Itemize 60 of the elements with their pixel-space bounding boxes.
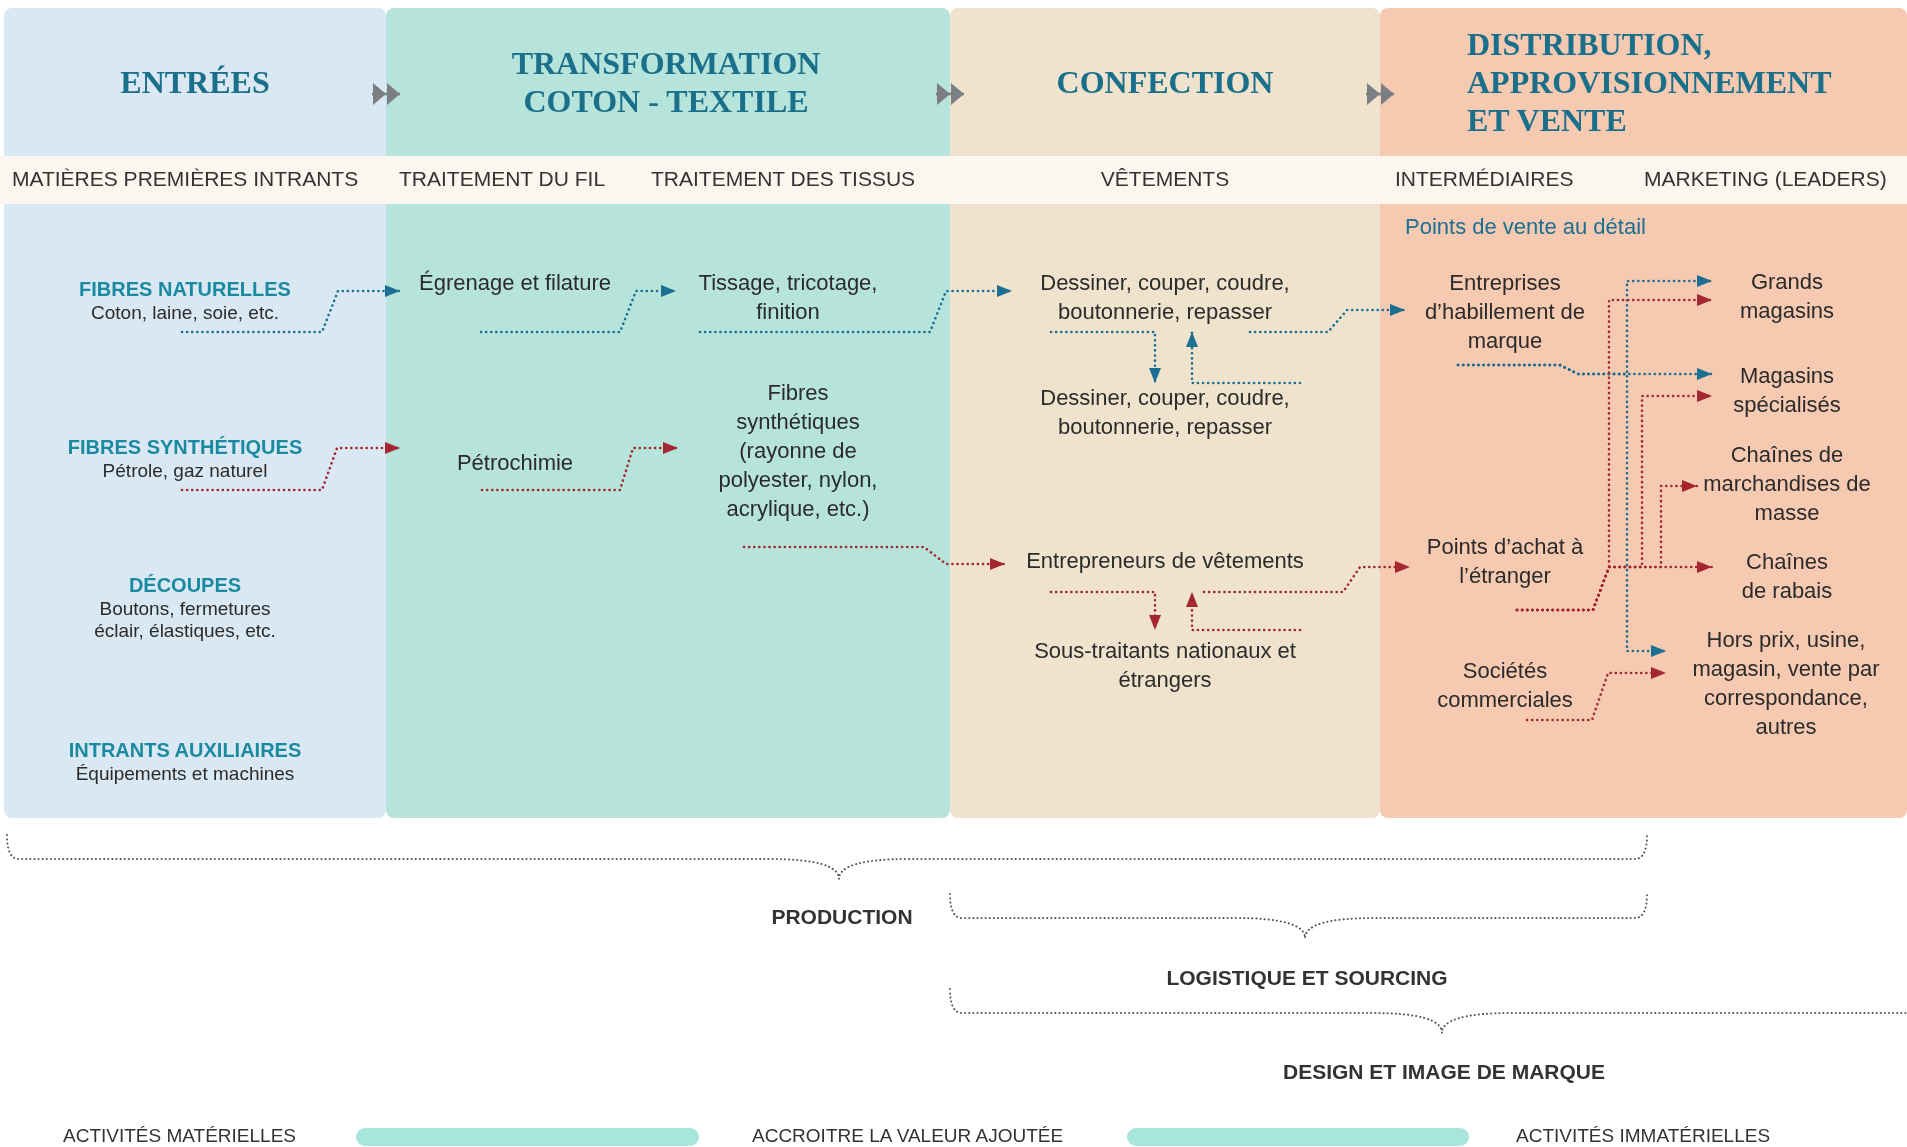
scale-label: ACCROITRE LA VALEUR AJOUTÉE (752, 1125, 1064, 1147)
dotted-arrow (1186, 590, 1302, 632)
category-heading: FIBRES SYNTHÉTIQUES (67, 434, 303, 460)
dotted-arrow (480, 442, 680, 492)
column-panel (4, 8, 386, 818)
column-panel (386, 8, 950, 818)
category-description: Pétrole, gaz naturel (102, 459, 268, 482)
dotted-arrow (1248, 304, 1407, 334)
dotted-arrow (698, 285, 1014, 334)
column-heading: CONFECTION (1055, 63, 1275, 102)
dotted-arrow (1049, 590, 1161, 632)
dotted-arrow (1049, 330, 1161, 385)
step-text: Sociétés commerciales (1410, 650, 1600, 720)
column-panel (1380, 8, 1907, 818)
column-subheading: MATIÈRES PREMIÈRES INTRANTS (12, 167, 359, 191)
dotted-arrow (1456, 363, 1668, 657)
dotted-arrow (742, 545, 1007, 570)
category-heading: FIBRES NATURELLES (79, 277, 291, 302)
dotted-arrow (1202, 561, 1412, 594)
column-heading: DISTRIBUTION, APPROVISIONNEMENT ET VENTE (1467, 25, 1832, 140)
column-heading: ENTRÉES (119, 63, 271, 102)
column-panel (950, 8, 1380, 818)
category-heading: INTRANTS AUXILIAIRES (68, 738, 302, 763)
brace-label: PRODUCTION (771, 905, 913, 929)
step-text: Tissage, tricotage, finition (676, 268, 900, 332)
category-description: Équipements et machines (75, 763, 295, 785)
section-label: Points de vente au détail (1405, 214, 1646, 240)
column-subheading: INTERMÉDIAIRES (1395, 167, 1574, 191)
category-heading: DÉCOUPES (128, 573, 242, 598)
column-subheading: TRAITEMENT DU FIL (399, 167, 606, 191)
step-text: Entreprises d’habillement de marque (1405, 268, 1605, 365)
step-text: Fibres synthétiques (rayonne de polyester, nylon, acrylique, etc.) (678, 378, 918, 547)
step-text: Sous-traitants nationaux et étrangers (1012, 630, 1318, 700)
dotted-arrow (1525, 667, 1668, 722)
step-text: Chaînes de marchandises de masse (1697, 438, 1877, 528)
dotted-arrow (1515, 561, 1714, 612)
step-text: Grands magasins (1712, 266, 1862, 326)
brace-label: LOGISTIQUE ET SOURCING (1166, 966, 1448, 990)
column-subheading: VÊTEMENTS (1100, 167, 1230, 191)
brace-label: DESIGN ET IMAGE DE MARQUE (1283, 1060, 1605, 1084)
step-text: Dessiner, couper, coudre, boutonnerie, repasser (1012, 383, 1318, 449)
scale-label: ACTIVITÉS IMMATÉRIELLES (1516, 1125, 1771, 1147)
scale-label: ACTIVITÉS MATÉRIELLES (63, 1125, 296, 1147)
dotted-arrow (1186, 330, 1302, 385)
step-text: Magasins spécialisés (1712, 360, 1862, 420)
step-text: Points d’achat à l’étranger (1410, 532, 1600, 610)
category-description: Boutons, fermetures éclair, élastiques, etc. (93, 598, 277, 642)
step-text: Chaînes de rabais (1712, 546, 1862, 606)
step-text: Pétrochimie (400, 435, 630, 490)
step-text: Égrenage et filature (400, 268, 630, 332)
step-text: Hors prix, usine, magasin, vente par correspondance, autres (1666, 620, 1906, 745)
dotted-arrow (180, 442, 402, 492)
step-text: Entrepreneurs de vêtements (1005, 546, 1325, 592)
step-text: Dessiner, couper, coudre, boutonnerie, repasser (1012, 268, 1318, 332)
column-heading: TRANSFORMATION COTON - TEXTILE (510, 44, 822, 121)
dotted-arrow (180, 285, 402, 334)
dotted-arrow (479, 285, 678, 334)
column-subheading: TRAITEMENT DES TISSUS (651, 167, 916, 191)
category-description: Coton, laine, soie, etc. (91, 302, 279, 324)
column-subheading: MARKETING (LEADERS) (1644, 167, 1887, 191)
